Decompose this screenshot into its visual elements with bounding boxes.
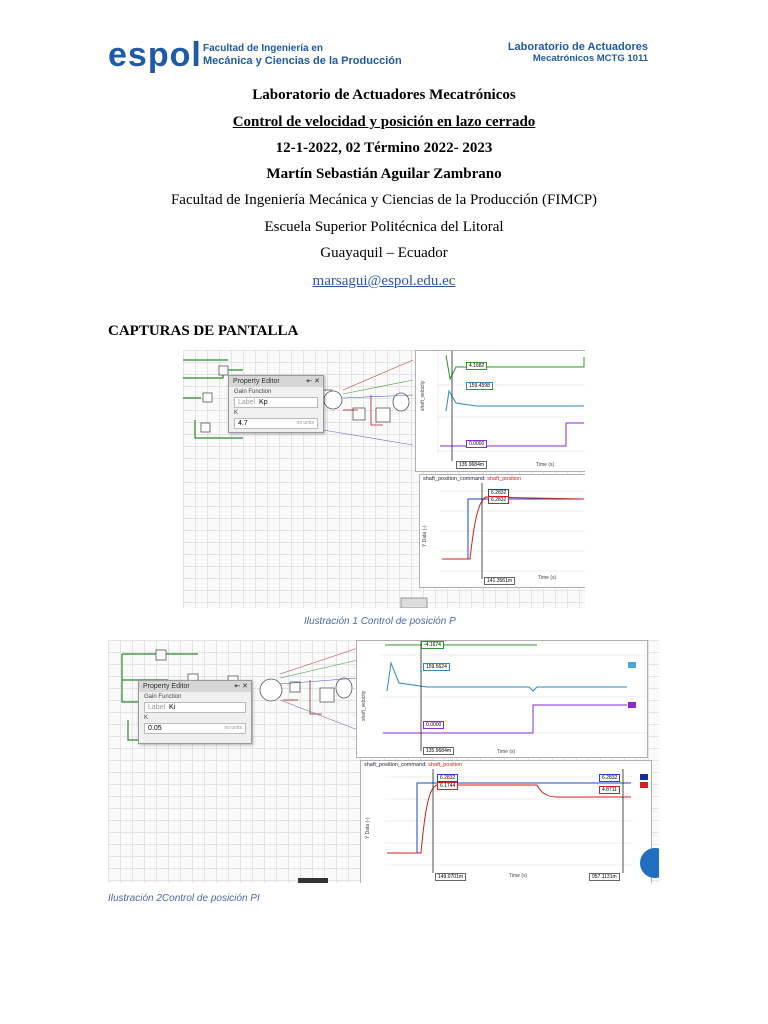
espol-logo: espol (108, 36, 202, 74)
plot1-value-badge-2: -4.1674 (421, 641, 444, 649)
figure1-position-svg: Y Data (-) Time (s) (422, 483, 585, 581)
plot1-value-badge: 4.1682 (466, 362, 488, 370)
lab-name: Laboratorio de Actuadores Mecatrónicos M… (508, 41, 648, 65)
faculty-name: Facultad de Ingeniería en Mecánica y Cie… (203, 42, 402, 68)
legend-swatch-velocity (628, 662, 636, 668)
chat-bubble-icon[interactable] (640, 848, 659, 878)
bottom-value-badge-2c: 6.2832 (599, 774, 621, 782)
svg-text:shaft_velocity: shaft_velocity (361, 690, 367, 721)
figure2-screenshot: Property Editor ⇤ ✕ Gain Function Label … (108, 640, 659, 883)
bottom-title-command: shaft_position_command: (423, 476, 486, 482)
gain-value-input[interactable]: 4.7 (238, 420, 248, 427)
gain-unit: no units (296, 420, 314, 426)
figure2-caption: Ilustración 2Control de posición PI (108, 893, 260, 904)
title-line2: Control de velocidad y posición en lazo … (232, 114, 536, 130)
svg-text:shaft_velocity: shaft_velocity (420, 380, 426, 411)
param-name: K (234, 410, 239, 416)
bottom-cursor-badge: 141.3561m (484, 577, 516, 585)
bottom-title-position: shaft_position (487, 476, 522, 482)
author-email-link[interactable]: marsagui@espol.edu.ec (312, 273, 456, 289)
bottom-title-position-2: shaft_position (428, 762, 463, 768)
bottom-value-badge-2b: 6.1744 (437, 782, 459, 790)
fig2-xlabel: Time (s) (509, 873, 527, 879)
affiliation-faculty: Facultad de Ingeniería Mecánica y Cienci… (170, 192, 598, 208)
plot3-value-badge-2: 0.0000 (423, 721, 445, 729)
lab-line1: Laboratorio de Actuadores (507, 41, 648, 53)
cursor-time-badge-2: 135.9684m (423, 747, 455, 755)
legend-swatch-command (640, 774, 648, 780)
title-date: 12-1-2022, 02 Término 2022- 2023 (275, 140, 493, 156)
author-name: Martín Sebastián Aguilar Zambrano (266, 166, 502, 182)
gain-function-label: Gain Function (234, 389, 272, 395)
gain-value-input-2[interactable]: 0.05 (148, 725, 162, 732)
figure2-top-plots-svg: shaft_velocity Time (s) (361, 641, 647, 755)
fig2-top-xlabel: Time (s) (497, 749, 515, 755)
fig1-top-xlabel: Time (s) (536, 462, 554, 468)
plot2-value-badge-2: 159.5624 (423, 663, 450, 671)
property-editor-title-2: Property Editor (143, 683, 190, 690)
lab-line2: Mecatrónicos MCTG 1011 (532, 53, 648, 64)
page-header: espol Facultad de Ingeniería en Mecánica… (0, 0, 768, 80)
figure1-caption: Ilustración 1 Control de posición P (304, 616, 456, 627)
legend-swatch-torque (628, 702, 636, 708)
gain-unit-2: no units (224, 725, 242, 731)
bottom-cursor-badge-2b: 957.1131m (589, 873, 620, 881)
legend-swatch-position (640, 782, 648, 788)
param-name-2: K (144, 715, 149, 721)
property-editor-title: Property Editor (233, 378, 280, 385)
affiliation-school: Escuela Superior Politécnica del Litoral (264, 219, 504, 235)
figure2-position-plot: shaft_position_command: shaft_position Y… (360, 760, 652, 883)
bottom-cursor-badge-2a: 149.0701m (435, 873, 467, 881)
figure2-block-diagram (121, 647, 359, 883)
fig1-xlabel: Time (s) (538, 575, 556, 581)
gain-function-label-2: Gain Function (144, 694, 182, 700)
title-line1: Laboratorio de Actuadores Mecatrónicos (252, 87, 516, 103)
label-caption: Label (238, 399, 256, 406)
cursor-time-badge: 135.9684m (456, 461, 488, 469)
plot2-value-badge: 159.4598 (466, 382, 493, 390)
figure1-top-plots: shaft_velocity Time (s) 4.1682 159.4598 … (415, 350, 585, 472)
property-editor-panel[interactable]: Property Editor ⇤ ✕ Gain Function Label … (228, 375, 324, 433)
bottom-value-badge-2: 6.2832 (488, 496, 510, 504)
bottom-value-badge-2d: 4.8711 (599, 786, 620, 794)
bottom-value-badge-2a: 6.2832 (437, 774, 459, 782)
figure1-screenshot: Property Editor ⇤ ✕ Gain Function Label … (183, 350, 585, 608)
figure2-top-plots: shaft_velocity Time (s) -4.1674 159.5624… (356, 640, 648, 758)
figure1-top-plots-svg: shaft_velocity Time (s) (420, 351, 585, 468)
property-editor-panel-2[interactable]: Property Editor ⇤ ✕ Gain Function Label … (138, 680, 252, 744)
faculty-line2: Mecánica y Ciencias de la Producción (203, 55, 402, 67)
close-icon[interactable]: ⇤ ✕ (234, 683, 248, 690)
label-value-input[interactable]: Kp (259, 399, 268, 406)
label-caption-2: Label (148, 704, 166, 711)
fig1-ylabel: Y Data (-) (422, 525, 428, 547)
affiliation-city: Guayaquil – Ecuador (320, 245, 448, 261)
fig2-ylabel: Y Data (-) (365, 817, 371, 839)
bottom-title-command-2: shaft_position_command: (364, 762, 427, 768)
label-value-input-2[interactable]: Ki (169, 704, 176, 711)
figure1-position-plot: shaft_position_command: shaft_position Y… (419, 474, 585, 588)
faculty-line1: Facultad de Ingeniería en (203, 43, 324, 54)
plot3-value-badge: 0.0000 (466, 440, 488, 448)
section-title: CAPTURAS DE PANTALLA (108, 323, 299, 339)
close-icon[interactable]: ⇤ ✕ (306, 378, 320, 385)
